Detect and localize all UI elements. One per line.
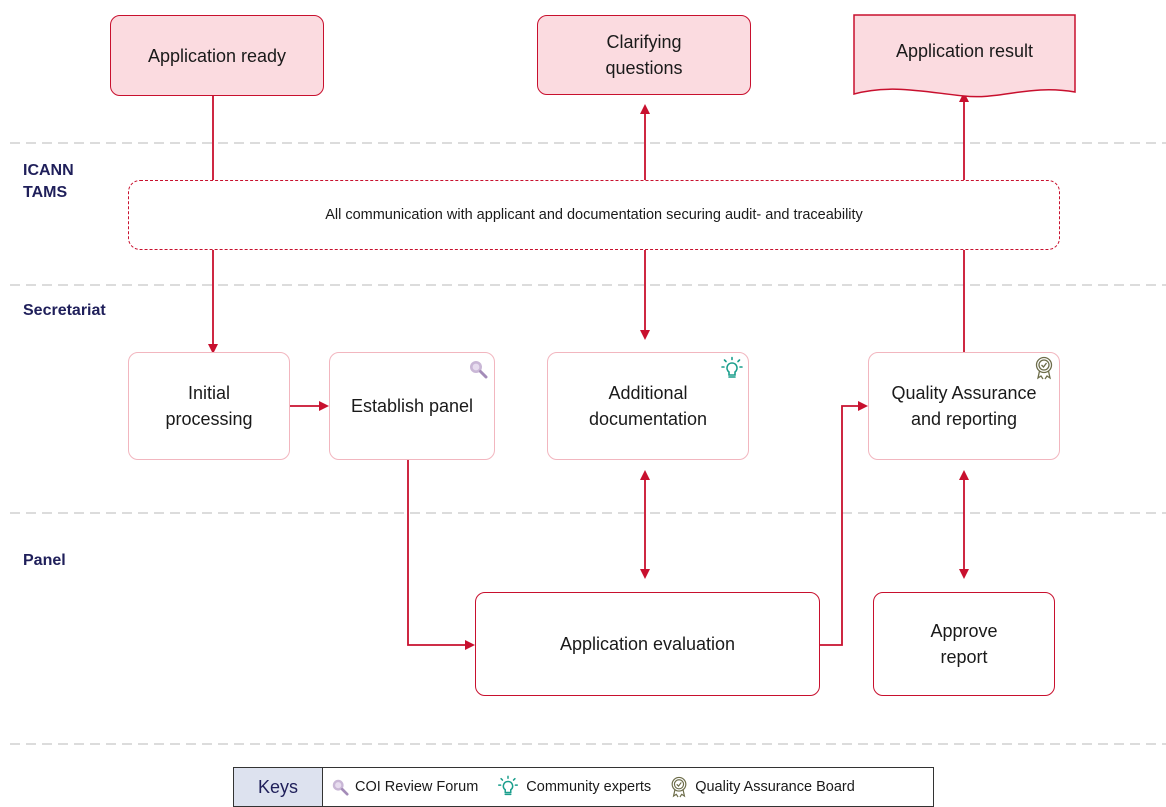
application-result-shape xyxy=(853,14,1076,98)
lane-label-secretariat: Secretariat xyxy=(23,302,106,319)
key-coi-review-forum: COI Review Forum xyxy=(331,778,478,796)
node-application-result: Application result xyxy=(854,15,1075,87)
node-application-result-label: Application result xyxy=(895,41,1034,61)
node-clarifying-questions: Clarifying questions xyxy=(537,15,751,95)
node-initial-processing-label: Initial processing xyxy=(165,383,253,429)
node-quality-assurance: Quality Assurance and reporting xyxy=(868,352,1060,460)
award-badge-icon xyxy=(671,776,687,798)
arrow-panel-to-evaluation xyxy=(407,460,475,650)
tams-communication-bar: All communication with applicant and doc… xyxy=(128,180,1060,250)
magnifier-icon xyxy=(470,361,488,379)
arrow-evaluation-to-qa xyxy=(820,401,868,646)
keys-body: COI Review Forum Community experts xyxy=(323,768,933,806)
node-application-evaluation-label: Application evaluation xyxy=(559,634,736,654)
lightbulb-icon xyxy=(498,775,519,796)
tams-communication-label: All communication with applicant and doc… xyxy=(325,207,863,223)
key-coi-review-forum-label: COI Review Forum xyxy=(355,779,479,795)
key-quality-assurance-board: Quality Assurance Board xyxy=(669,776,855,798)
lane-label-icann-tams: ICANN TAMS xyxy=(23,162,74,201)
node-application-ready-label: Application ready xyxy=(147,45,287,66)
key-community-experts: Community experts xyxy=(496,775,651,799)
key-quality-assurance-board-label: Quality Assurance Board xyxy=(695,779,855,795)
magnifier-icon xyxy=(332,779,349,796)
lane-dividers xyxy=(10,142,1166,745)
key-community-experts-label: Community experts xyxy=(526,779,652,795)
keys-legend: Keys COI Review Forum xyxy=(233,767,934,807)
node-establish-panel: Establish panel xyxy=(329,352,495,460)
keys-title: Keys xyxy=(234,768,323,806)
node-clarifying-questions-label: Clarifying questions xyxy=(605,32,683,78)
lightbulb-icon xyxy=(721,356,743,378)
node-application-ready: Application ready xyxy=(110,15,324,96)
lane-label-panel: Panel xyxy=(23,552,66,569)
node-additional-documentation: Additional documentation xyxy=(547,352,749,460)
node-application-evaluation: Application evaluation xyxy=(475,592,820,696)
node-initial-processing: Initial processing xyxy=(128,352,290,460)
node-additional-documentation-label: Additional documentation xyxy=(588,383,708,429)
node-approve-report-label: Approve report xyxy=(930,621,998,667)
node-quality-assurance-label: Quality Assurance and reporting xyxy=(891,383,1037,429)
node-establish-panel-label: Establish panel xyxy=(350,396,474,416)
award-badge-icon xyxy=(1035,356,1053,380)
node-approve-report: Approve report xyxy=(873,592,1055,696)
